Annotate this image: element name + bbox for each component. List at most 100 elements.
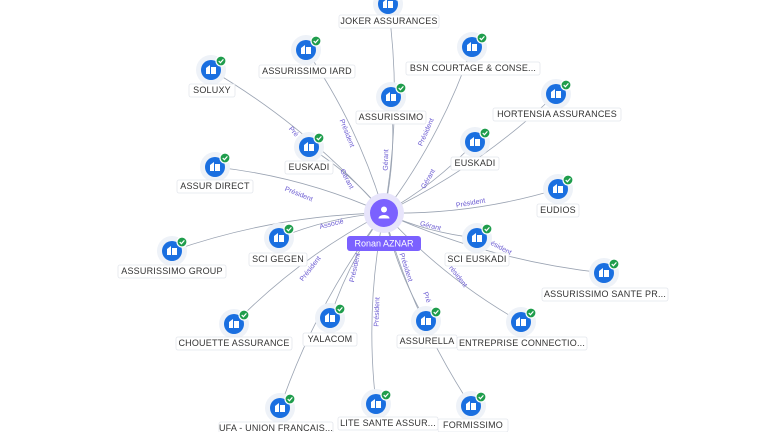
company-name: SCI EUSKADI (447, 254, 506, 264)
relation-role-label: Pré (287, 126, 299, 139)
verified-check-icon (313, 132, 325, 144)
company-node[interactable]: EUSKADI (450, 127, 500, 171)
company-label-box (284, 160, 334, 175)
building-icon (167, 246, 177, 255)
company-node[interactable]: UFA - UNION FRANCAIS... (218, 393, 334, 432)
company-label-box (175, 336, 293, 351)
verified-check-icon (562, 174, 574, 186)
building-icon (275, 403, 285, 412)
relation-role-label: Gérant (419, 221, 442, 233)
checkmark-icon (563, 82, 569, 88)
verified-check-icon (395, 82, 407, 94)
person-name-tag (347, 236, 421, 251)
company-node[interactable]: EUSKADI (284, 132, 334, 175)
company-node[interactable]: ASSUR DIRECT (176, 152, 254, 194)
company-node[interactable]: YALACOM (302, 303, 358, 347)
verified-check-icon (215, 55, 227, 67)
company-node[interactable]: SCI GEGEN (248, 223, 308, 267)
company-label-box (117, 264, 227, 279)
company-node[interactable]: SCI EUSKADI (444, 223, 510, 267)
verified-check-icon (475, 391, 487, 403)
relation-role-label: Président (284, 186, 314, 204)
company-label-box (338, 14, 440, 29)
relation-edge (383, 212, 605, 274)
company-node[interactable]: ASSURISSIMO (355, 82, 427, 125)
checkmark-icon (528, 310, 534, 316)
building-icon (516, 317, 526, 326)
verified-check-icon (476, 32, 488, 44)
company-node[interactable]: JOKER ASSURANCES (338, 0, 440, 29)
relation-role-label: Président (338, 118, 356, 148)
verified-check-icon (334, 303, 346, 315)
building-icon (206, 65, 216, 74)
company-name: HORTENSIA ASSURANCES (497, 109, 617, 119)
company-name: CHOUETTE ASSURANCE (178, 338, 289, 348)
company-node[interactable]: CHOUETTE ASSURANCE (175, 309, 293, 351)
building-icon (466, 401, 476, 410)
company-name: ASSURISSIMO GROUP (121, 266, 222, 276)
relation-role-label: Gérant (383, 149, 391, 171)
checkmark-icon (179, 239, 185, 245)
verified-check-icon (481, 223, 493, 235)
company-label-box (258, 64, 356, 79)
building-icon (301, 45, 311, 54)
verified-check-icon (219, 152, 231, 164)
company-node[interactable]: EUDIOS (536, 174, 580, 218)
company-label-box (541, 287, 669, 302)
verified-check-icon (479, 127, 491, 139)
company-name: ASSURISSIMO SANTE PR... (544, 289, 666, 299)
checkmark-icon (611, 261, 617, 267)
building-icon (472, 233, 482, 242)
company-name: ASSUR DIRECT (180, 181, 250, 191)
company-label-box (176, 179, 254, 194)
checkmark-icon (478, 394, 484, 400)
company-name: JOKER ASSURANCES (340, 16, 437, 26)
center-person-node[interactable]: Ronan AZNAR (347, 193, 421, 251)
checkmark-icon (479, 35, 485, 41)
company-node[interactable]: ENTREPRISE CONNECTIO... (456, 307, 588, 351)
relation-role-label: Président (349, 252, 362, 282)
company-label-box (437, 418, 509, 432)
checkmark-icon (218, 58, 224, 64)
company-label-box (456, 336, 588, 351)
company-name: EUSKADI (455, 158, 496, 168)
company-node[interactable]: HORTENSIA ASSURANCES (492, 79, 622, 122)
company-name: SOLUXY (193, 85, 231, 95)
building-icon (274, 233, 284, 242)
checkmark-icon (337, 306, 343, 312)
company-node[interactable]: FORMISSIMO (437, 391, 509, 432)
company-label-box (355, 110, 427, 125)
company-node[interactable]: LITE SANTE ASSUR... (337, 389, 439, 431)
company-name: FORMISSIMO (443, 420, 503, 430)
verified-check-icon (430, 306, 442, 318)
company-node[interactable]: ASSURISSIMO IARD (258, 35, 356, 79)
company-label-box (188, 83, 236, 98)
checkmark-icon (287, 396, 293, 402)
company-node[interactable]: ASSURISSIMO SANTE PR... (541, 258, 669, 302)
company-node[interactable]: ASSURISSIMO GROUP (117, 236, 227, 279)
person-name: Ronan AZNAR (354, 239, 414, 249)
building-icon (210, 162, 220, 171)
verified-check-icon (283, 223, 295, 235)
relation-role-label: Associé (319, 218, 345, 231)
company-label-box (248, 252, 308, 267)
verified-check-icon (310, 35, 322, 47)
company-node[interactable]: SOLUXY (188, 55, 236, 98)
company-label-box (218, 421, 334, 432)
company-name: ASSURISSIMO IARD (262, 66, 352, 76)
verified-check-icon (284, 393, 296, 405)
verified-check-icon (560, 79, 572, 91)
building-icon (599, 268, 609, 277)
company-label-box (302, 332, 358, 347)
company-node[interactable]: BSN COURTAGE & CONSE... (405, 32, 541, 76)
person-avatar (370, 199, 398, 227)
company-name: BSN COURTAGE & CONSE... (410, 63, 536, 73)
company-label-box (405, 61, 541, 76)
company-node[interactable]: ASSURELLA (396, 306, 458, 349)
node-layer: JOKER ASSURANCES ASSURISSIMO IARD BSN COUR… (117, 0, 669, 432)
company-name: ASSURELLA (400, 336, 455, 346)
relation-edge (371, 212, 385, 405)
checkmark-icon (313, 38, 319, 44)
building-icon (470, 137, 480, 146)
building-icon (421, 316, 431, 325)
